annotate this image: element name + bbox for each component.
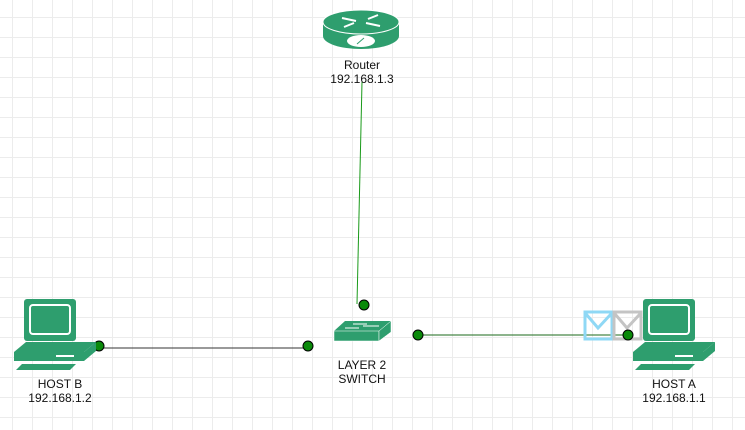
router-icon bbox=[322, 9, 400, 49]
host-a-node[interactable] bbox=[633, 298, 715, 370]
endpoint-dot[interactable] bbox=[622, 329, 634, 341]
link-router-switch[interactable] bbox=[356, 81, 363, 305]
router-ip: 192.168.1.3 bbox=[330, 72, 394, 86]
host-b-label: HOST B 192.168.1.2 bbox=[0, 377, 120, 405]
host-a-label: HOST A 192.168.1.1 bbox=[614, 377, 734, 405]
endpoint-dot[interactable] bbox=[358, 299, 370, 311]
router-label: Router 192.168.1.3 bbox=[302, 58, 422, 86]
host-a-ip: 192.168.1.1 bbox=[642, 391, 706, 405]
switch-label-line2: SWITCH bbox=[338, 372, 386, 386]
computer-icon bbox=[633, 299, 715, 370]
switch-icon bbox=[333, 320, 392, 342]
computer-icon bbox=[14, 299, 96, 370]
host-b-node[interactable] bbox=[14, 298, 96, 370]
host-a-name: HOST A bbox=[652, 377, 696, 391]
host-b-ip: 192.168.1.2 bbox=[28, 391, 92, 405]
endpoint-dot[interactable] bbox=[302, 340, 314, 352]
switch-label-line1: LAYER 2 bbox=[337, 358, 387, 372]
router-node[interactable] bbox=[322, 8, 400, 50]
switch-node[interactable] bbox=[333, 320, 393, 342]
endpoint-dot[interactable] bbox=[412, 329, 424, 341]
envelope-icon bbox=[583, 310, 614, 341]
router-name: Router bbox=[343, 58, 381, 72]
switch-label: LAYER 2 SWITCH bbox=[302, 358, 422, 386]
host-b-name: HOST B bbox=[37, 377, 83, 391]
